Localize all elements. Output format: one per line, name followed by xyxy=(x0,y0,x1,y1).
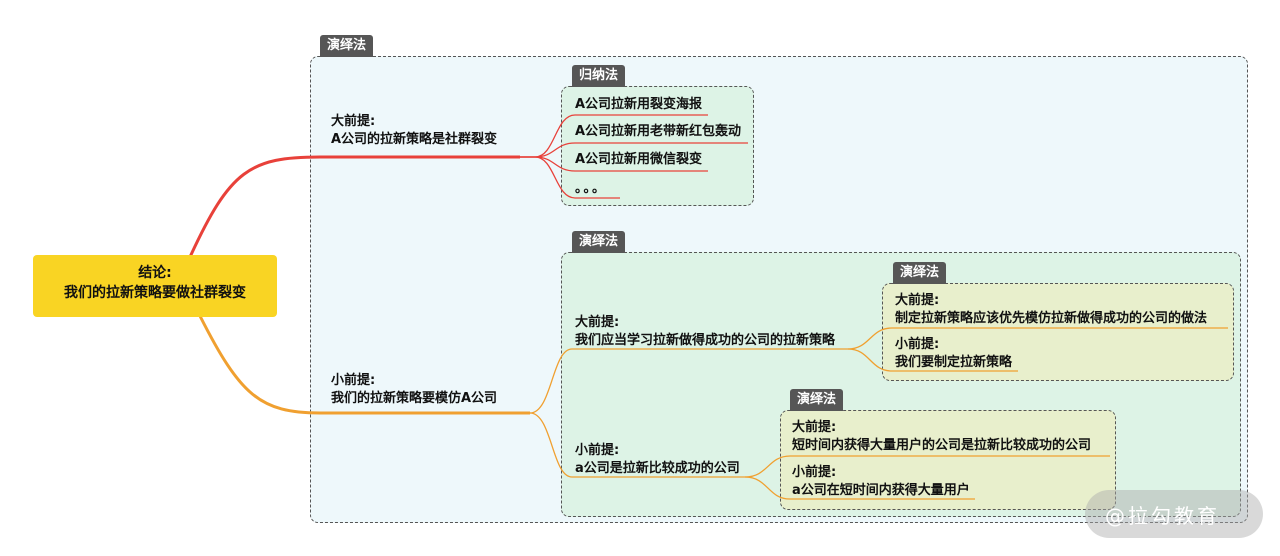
d2-minor-premise: 小前提: a公司是拉新比较成功的公司 xyxy=(575,442,740,478)
outer-major-label: 大前提: xyxy=(331,114,376,129)
outer-minor-text: 我们的拉新策略要模仿A公司 xyxy=(331,391,498,406)
conclusion-node: 结论: 我们的拉新策略要做社群裂变 xyxy=(33,255,277,317)
outer-major-premise: 大前提: A公司的拉新策略是社群裂变 xyxy=(331,113,497,149)
watermark-text: @拉勾教育 xyxy=(1105,504,1220,528)
tag-deduction-3: 演绎法 xyxy=(893,262,947,284)
induction-item: A公司拉新用老带新红包轰动 xyxy=(575,124,742,139)
conclusion-label: 结论: xyxy=(138,265,172,281)
tag-deduction-outer: 演绎法 xyxy=(320,35,374,57)
d2-major-label: 大前提: xyxy=(575,315,620,330)
outer-major-text: A公司的拉新策略是社群裂变 xyxy=(331,132,498,147)
d3-major-premise: 大前提: 制定拉新策略应该优先模仿拉新做得成功的公司的做法 xyxy=(895,292,1207,328)
d4-minor-text: a公司在短时间内获得大量用户 xyxy=(792,483,970,498)
tag-deduction-2: 演绎法 xyxy=(572,231,626,253)
induction-item: A公司拉新用微信裂变 xyxy=(575,152,703,167)
d2-major-premise: 大前提: 我们应当学习拉新做得成功的公司的拉新策略 xyxy=(575,314,835,350)
d2-minor-text: a公司是拉新比较成功的公司 xyxy=(575,461,740,476)
d4-minor-label: 小前提: xyxy=(792,465,837,480)
deduction-box-3 xyxy=(882,283,1234,381)
d4-major-premise: 大前提: 短时间内获得大量用户的公司是拉新比较成功的公司 xyxy=(792,419,1091,455)
d3-minor-premise: 小前提: 我们要制定拉新策略 xyxy=(895,336,1012,372)
d2-major-text: 我们应当学习拉新做得成功的公司的拉新策略 xyxy=(575,333,836,348)
outer-minor-label: 小前提: xyxy=(331,373,376,388)
induction-item: 。。。 xyxy=(575,181,608,196)
d2-minor-label: 小前提: xyxy=(575,443,620,458)
watermark-badge xyxy=(1085,490,1263,538)
deduction-box-4 xyxy=(780,410,1116,510)
d3-major-label: 大前提: xyxy=(895,293,940,308)
induction-box xyxy=(561,86,754,206)
tag-deduction-4: 演绎法 xyxy=(790,389,844,411)
d3-minor-label: 小前提: xyxy=(895,337,940,352)
outer-minor-premise: 小前提: 我们的拉新策略要模仿A公司 xyxy=(331,372,497,408)
d4-minor-premise: 小前提: a公司在短时间内获得大量用户 xyxy=(792,464,970,500)
d3-minor-text: 我们要制定拉新策略 xyxy=(895,355,1013,370)
conclusion-text: 我们的拉新策略要做社群裂变 xyxy=(64,285,246,301)
d4-major-label: 大前提: xyxy=(792,420,837,435)
d4-major-text: 短时间内获得大量用户的公司是拉新比较成功的公司 xyxy=(792,438,1092,453)
tag-induction: 归纳法 xyxy=(572,65,626,87)
induction-item: A公司拉新用裂变海报 xyxy=(575,97,703,112)
d3-major-text: 制定拉新策略应该优先模仿拉新做得成功的公司的做法 xyxy=(895,311,1208,326)
